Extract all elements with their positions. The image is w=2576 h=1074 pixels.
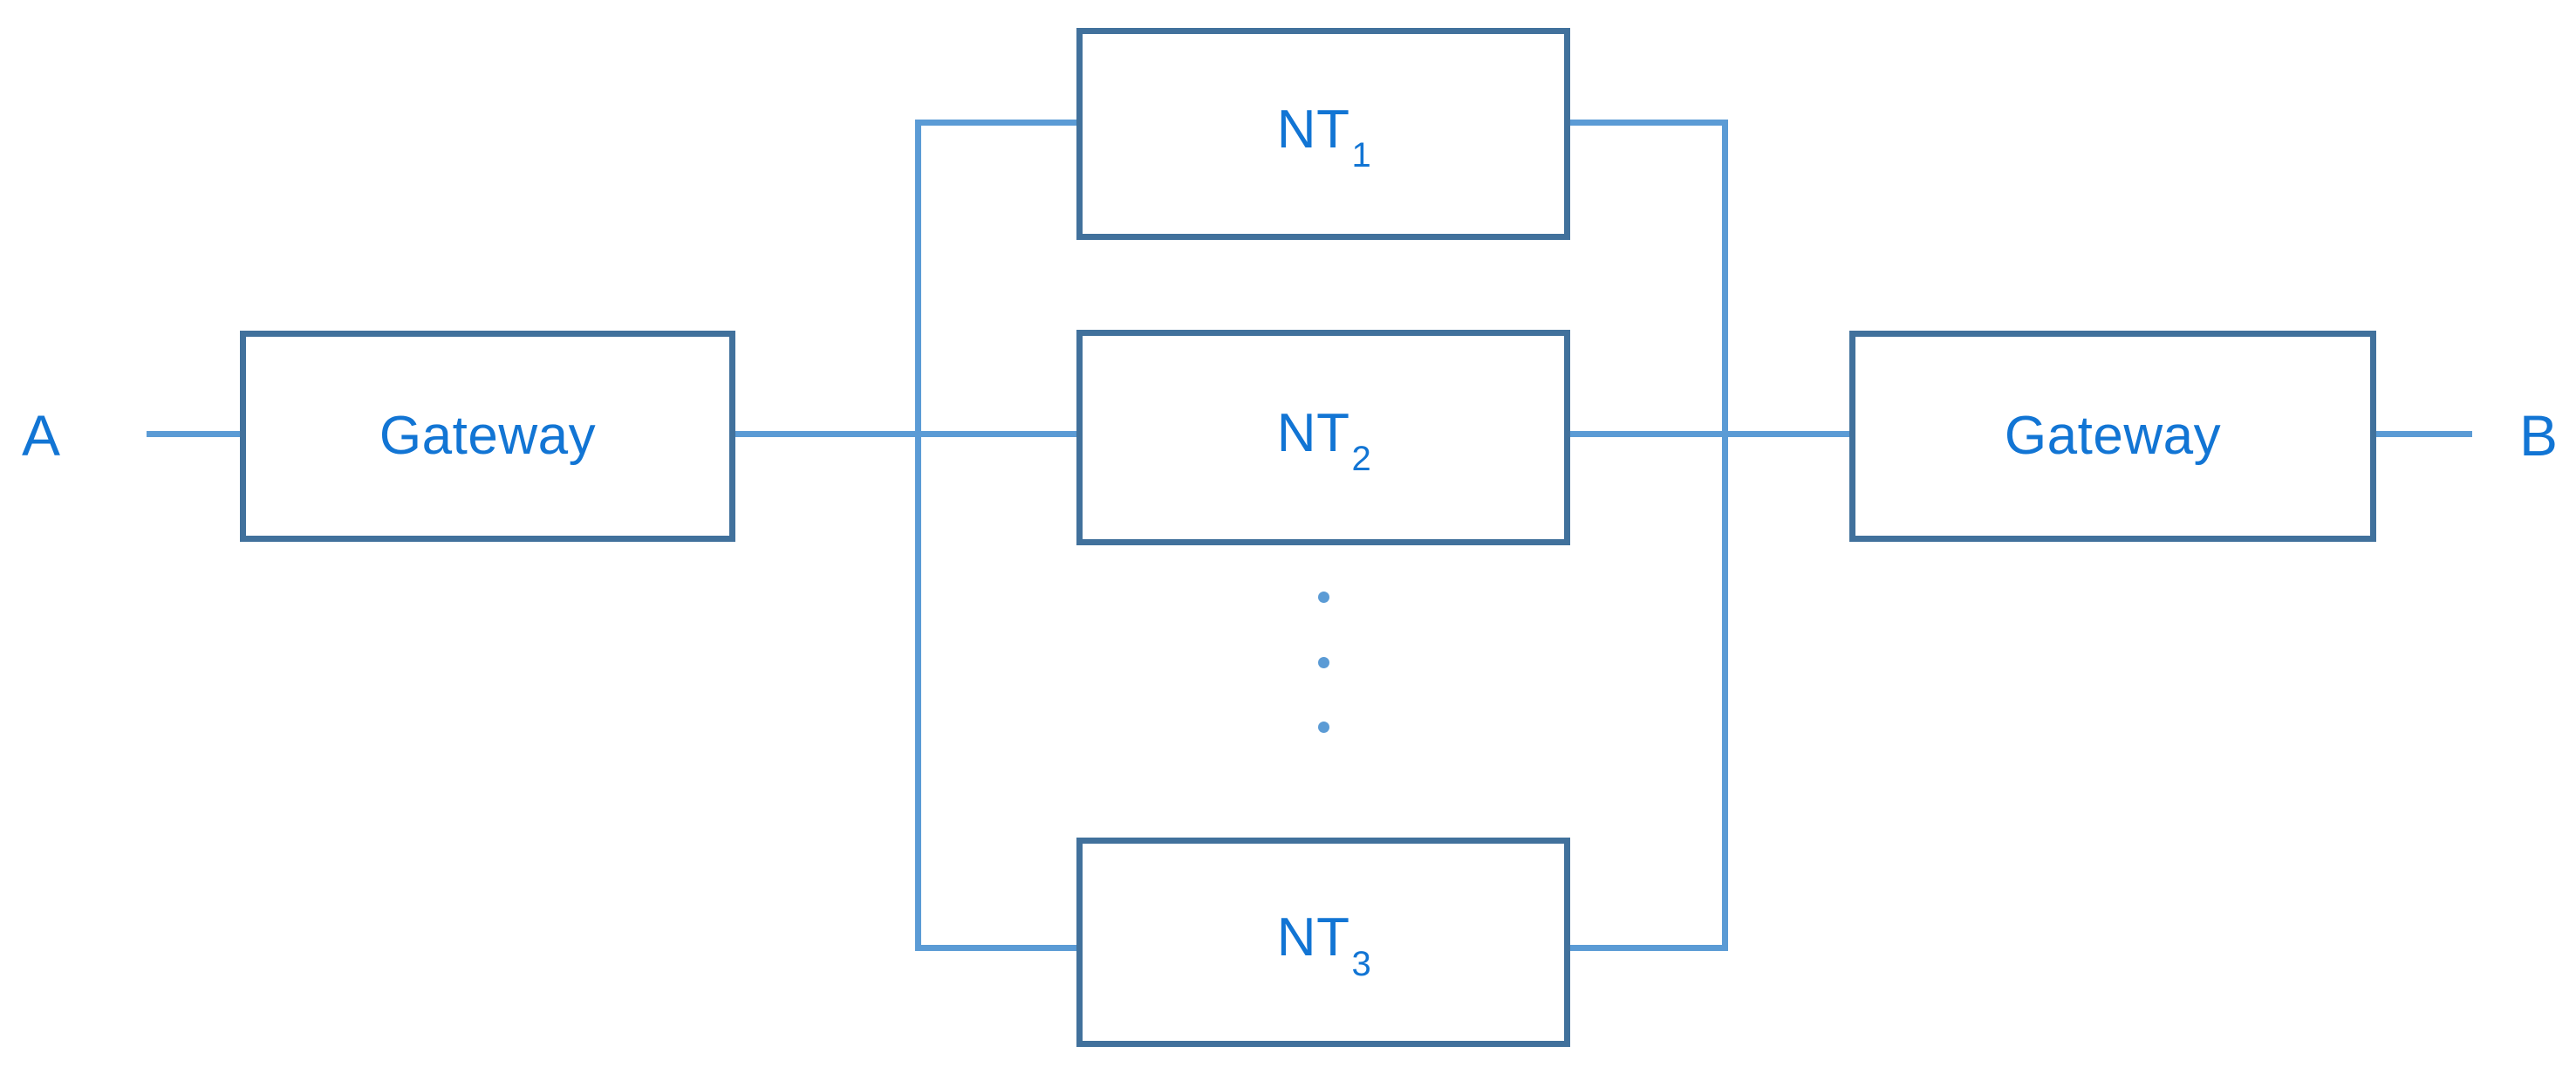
gateway-right-label: Gateway — [2004, 406, 2222, 466]
gateway-right-box[interactable]: Gateway — [1849, 331, 2376, 542]
bus-left-vertical — [915, 120, 921, 951]
network-terminal-3-box[interactable]: NT3 — [1076, 838, 1570, 1047]
endpoint-label-b: B — [2519, 403, 2559, 468]
wire-gateway-right-to-b — [2376, 431, 2472, 437]
wire-nt-1-to-bus-right — [1566, 120, 1728, 126]
endpoint-label-a: A — [22, 403, 61, 468]
bus-right-vertical — [1722, 120, 1728, 951]
wire-bus-to-gateway-right — [1722, 431, 1853, 437]
gateway-left-box[interactable]: Gateway — [240, 331, 735, 542]
wire-bus-left-to-nt-2 — [915, 431, 1081, 437]
network-terminal-1-subscript: 1 — [1351, 136, 1372, 175]
network-terminal-1-label-text: NT — [1276, 99, 1350, 160]
network-terminal-2-label: NT2 — [1277, 406, 1371, 476]
gateway-left-label: Gateway — [379, 406, 597, 466]
network-terminal-1-label: NT1 — [1277, 102, 1371, 173]
wire-nt-2-to-bus-right — [1566, 431, 1728, 437]
network-terminal-1-box[interactable]: NT1 — [1076, 28, 1570, 240]
network-terminal-2-subscript: 2 — [1351, 440, 1372, 479]
wire-bus-left-to-nt-1 — [915, 120, 1081, 126]
wire-a-to-gateway-left — [147, 431, 243, 437]
vertical-ellipsis-dot-1 — [1318, 592, 1329, 603]
wire-nt-3-to-bus-right — [1566, 945, 1728, 951]
network-terminal-3-label-text: NT — [1276, 907, 1350, 968]
wire-bus-left-to-nt-3 — [915, 945, 1081, 951]
network-terminal-3-subscript: 3 — [1351, 944, 1372, 983]
network-terminal-2-box[interactable]: NT2 — [1076, 330, 1570, 545]
vertical-ellipsis-dot-2 — [1318, 657, 1329, 668]
vertical-ellipsis-dot-3 — [1318, 722, 1329, 733]
wire-gateway-left-to-bus — [735, 431, 1080, 437]
network-terminal-2-label-text: NT — [1276, 402, 1350, 463]
network-terminal-3-label: NT3 — [1277, 911, 1371, 982]
